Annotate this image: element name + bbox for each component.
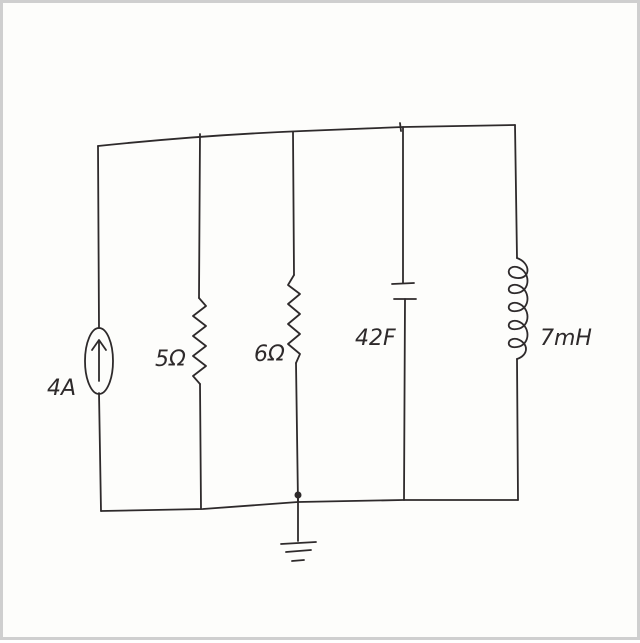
current-source-icon [84, 327, 114, 395]
resistor-icon [287, 274, 301, 364]
resistor-5-label: 5Ω [155, 347, 186, 372]
resistor-icon [192, 297, 207, 385]
capacitor-branch: 42F [355, 122, 417, 501]
capacitor-icon [391, 282, 417, 300]
inductor-label: 7mH [540, 326, 592, 351]
bottom-wire [100, 499, 519, 512]
current-source-label: 4A [47, 376, 76, 401]
resistor-6-label: 6Ω [254, 342, 285, 367]
top-wire [97, 124, 516, 147]
inductor-icon [507, 257, 529, 360]
ground-node [280, 491, 317, 562]
capacitor-label: 42F [355, 326, 396, 351]
resistor-6-branch: 6Ω [254, 131, 301, 503]
current-source-branch: 4A [47, 145, 114, 512]
inductor-branch: 7mH [507, 124, 592, 501]
resistor-5-branch: 5Ω [155, 133, 207, 510]
ground-icon [280, 541, 317, 562]
circuit-diagram: 4A 5Ω 6Ω [47, 122, 592, 562]
